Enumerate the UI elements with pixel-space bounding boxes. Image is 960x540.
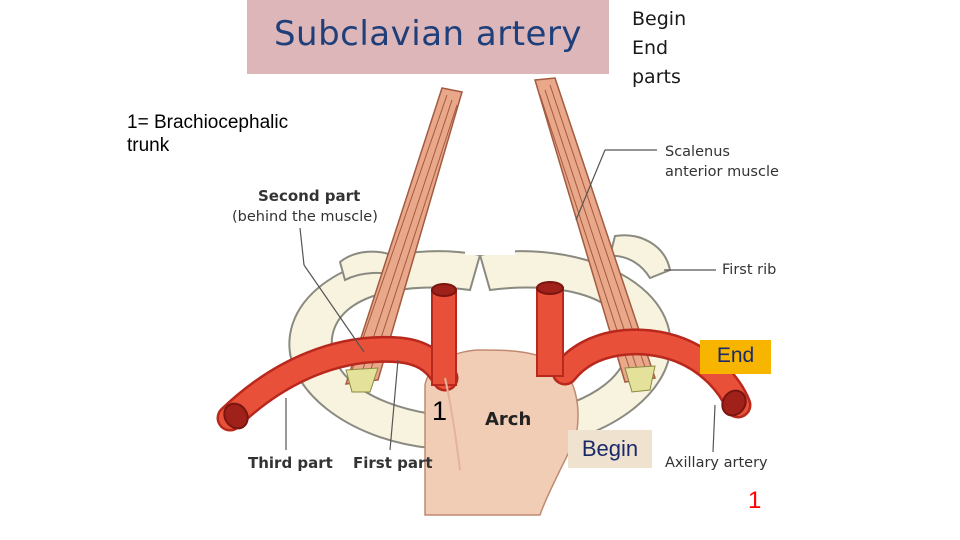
begin-callout-box <box>568 430 652 468</box>
legend-line-2: trunk <box>127 135 170 156</box>
slide-title: Subclavian artery <box>273 14 583 54</box>
end-callout-box <box>700 340 771 374</box>
label-scalenus-2: anterior muscle <box>665 164 779 180</box>
label-first-rib: First rib <box>722 262 777 278</box>
legend-line-1: 1= Brachiocephalic <box>127 112 289 133</box>
label-axillary-artery: Axillary artery <box>665 455 768 471</box>
corner-word-begin: Begin <box>632 8 687 30</box>
label-second-part-note: (behind the muscle) <box>232 209 378 225</box>
subclavian-artery-left <box>216 335 459 432</box>
label-trunk-number: 1 <box>432 396 448 426</box>
title-banner <box>247 0 609 74</box>
pointer-lines <box>285 149 716 453</box>
label-second-part: Second part <box>258 187 361 205</box>
label-first-part: First part <box>353 454 433 472</box>
slide-number: 1 <box>748 487 762 514</box>
label-third-part: Third part <box>248 454 333 472</box>
scalenus-muscle-left <box>344 87 463 393</box>
common-carotid-left <box>431 283 457 386</box>
begin-callout-text: Begin <box>581 436 639 461</box>
end-callout-text: End <box>716 344 755 367</box>
subclavian-artery-right <box>551 328 752 419</box>
corner-word-parts: parts <box>632 66 681 88</box>
common-carotid-right <box>536 281 564 377</box>
scalenus-muscle-right <box>534 77 656 393</box>
label-scalenus-1: Scalenus <box>665 144 730 160</box>
label-arch: Arch <box>485 409 532 430</box>
corner-word-end: End <box>632 37 669 59</box>
